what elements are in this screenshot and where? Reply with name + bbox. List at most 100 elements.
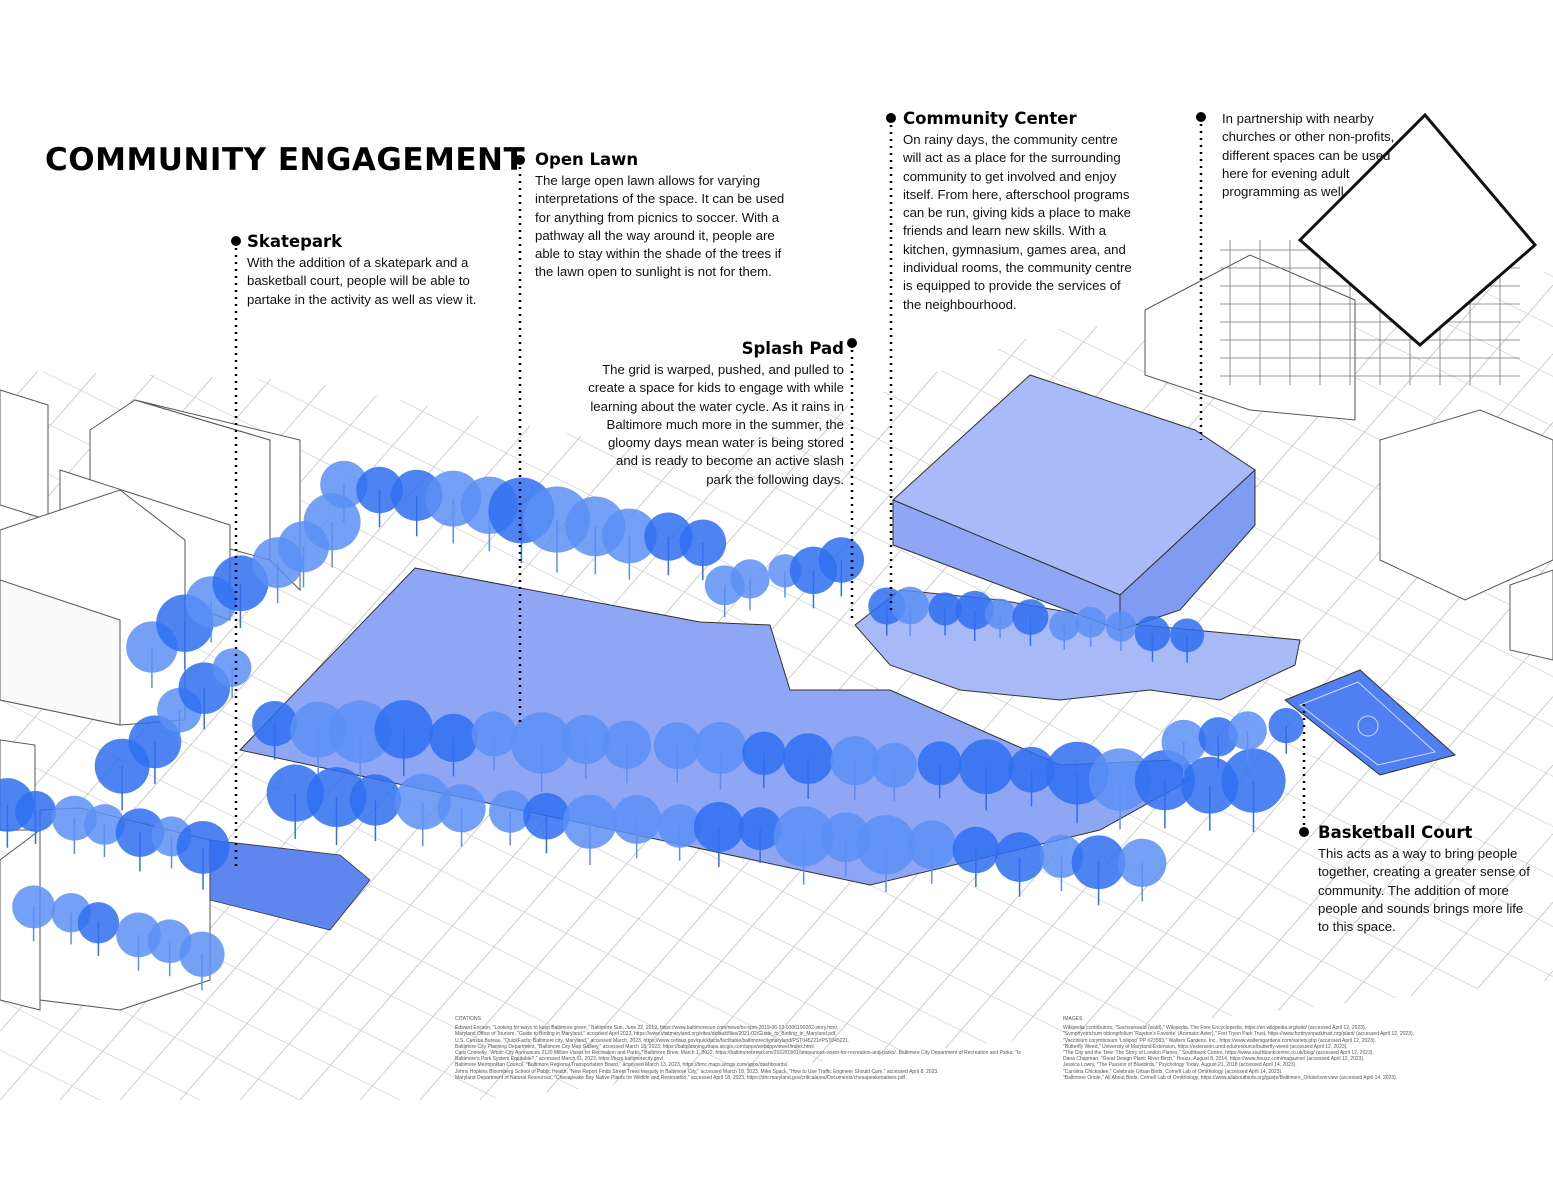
basketball-court — [1284, 669, 1457, 776]
tree-icon — [952, 826, 1000, 888]
callout-heading: Basketball Court — [1318, 823, 1473, 842]
tree-crown — [738, 807, 782, 851]
tree-crown — [1049, 610, 1080, 641]
tree-crown — [928, 592, 962, 626]
tree-crown — [1161, 719, 1206, 765]
tree-crown — [1134, 750, 1195, 811]
tree-icon — [15, 790, 57, 845]
tree-icon — [12, 885, 56, 942]
citation-line: Baltimore City Planning Department, "Bal… — [455, 1043, 816, 1050]
callout-body: On rainy days, the community centre will… — [903, 132, 1132, 312]
tree-icon — [1105, 611, 1137, 651]
tree-icon — [356, 466, 403, 528]
citation-line: "Vaccinium corymbosum 'Lollipop' PP #235… — [1063, 1037, 1376, 1044]
tree-icon — [306, 767, 367, 846]
tree-icon — [1228, 711, 1267, 762]
tree-crown — [742, 731, 786, 776]
tree-icon — [489, 790, 532, 846]
tree-icon — [738, 807, 782, 864]
tree-crown — [830, 736, 880, 786]
citation-line: "Carolina Chickadee," Celebrate Urban Bi… — [1063, 1068, 1283, 1075]
tree-crown — [907, 820, 957, 870]
tree-icon — [1049, 610, 1080, 650]
tree-crown — [562, 794, 617, 849]
tree-crown — [510, 712, 573, 774]
tree-icon — [471, 711, 517, 770]
tree-icon — [562, 794, 617, 866]
tree-icon — [657, 804, 702, 861]
citation-line: Jessica Lowry, "The Passion of Bluebirds… — [1063, 1062, 1297, 1069]
citations-block: CITATIONS Edward Ericson, "Looking for w… — [455, 1016, 1045, 1081]
tree-crown — [612, 795, 662, 844]
tree-icon — [871, 742, 917, 802]
tree-icon — [349, 774, 402, 842]
callout-basketball-court: Basketball Court This acts as a way to b… — [1318, 823, 1533, 936]
tree-icon — [84, 804, 125, 858]
tree-crown — [958, 739, 1014, 795]
tree-icon — [955, 590, 995, 642]
citation-line: Maryland Department of Natural Resources… — [455, 1074, 907, 1081]
tree-crown — [994, 832, 1045, 882]
background-mask — [0, 980, 1553, 1200]
tree-icon — [77, 902, 120, 956]
tree-crown — [394, 773, 451, 830]
pin-marker-icon — [515, 155, 525, 165]
tree-crown — [349, 774, 402, 826]
callout-heading: Open Lawn — [535, 150, 639, 169]
tree-icon — [212, 648, 252, 699]
tree-crown — [115, 808, 165, 857]
tree-icon — [1008, 746, 1055, 807]
callout-body: This acts as a way to bring people toget… — [1318, 846, 1530, 935]
citation-line: Dana Chapman, "Great Design Plant: River… — [1063, 1056, 1365, 1063]
right-buildings — [1144, 254, 1553, 661]
tree-icon — [252, 700, 298, 760]
citation-line: Johns Hopkins Bloomberg School of Public… — [455, 1068, 939, 1075]
callout-heading: Community Center — [903, 109, 1077, 128]
tree-crown — [984, 598, 1016, 630]
tree-icon — [510, 712, 573, 793]
tree-crown — [856, 815, 916, 875]
tree-icon — [917, 741, 962, 799]
tree-icon — [1012, 599, 1049, 646]
tree-icon — [561, 714, 611, 779]
tree-icon — [523, 793, 570, 854]
tree-icon — [374, 700, 434, 777]
tree-icon — [742, 731, 786, 789]
tree-icon — [1134, 750, 1195, 829]
tree-crown — [1268, 707, 1304, 744]
tree-icon — [394, 773, 451, 847]
pin-marker-icon — [231, 236, 241, 246]
images-block: IMAGES Wikipedia contributors, "Sachsenw… — [1063, 1016, 1543, 1081]
citation-line: U.S. Census Bureau, "QuickFacts: Baltimo… — [455, 1037, 850, 1044]
tree-crown — [602, 720, 651, 769]
tree-icon — [437, 784, 486, 847]
tree-icon — [994, 832, 1045, 897]
tree-crown — [84, 804, 125, 845]
tree-crown — [1228, 711, 1267, 750]
tree-crown — [489, 790, 532, 833]
tree-crown — [179, 931, 225, 977]
tree-icon — [928, 592, 962, 636]
tree-crown — [694, 722, 747, 774]
tree-canopy — [0, 460, 1304, 991]
community-center-building — [892, 374, 1256, 631]
tree-icon — [1118, 838, 1167, 902]
citation-line: Baltimore Metropolitan Council, "Baltimo… — [455, 1062, 789, 1069]
tree-icon — [830, 736, 880, 800]
citation-line: Wikipedia contributors, "Sachsenwald (wa… — [1063, 1025, 1367, 1032]
citation-line: Edward Ericson, "Looking for ways to kee… — [455, 1025, 839, 1032]
callout-body: With the addition of a skatepark and a b… — [247, 255, 477, 307]
callout-body: The large open lawn allows for varying i… — [535, 173, 785, 280]
tree-icon — [179, 931, 225, 991]
tree-icon — [1268, 707, 1304, 754]
tree-crown — [1008, 746, 1055, 793]
tree-icon — [429, 713, 478, 777]
tree-icon — [601, 508, 657, 580]
tree-crown — [955, 590, 995, 630]
tree-crown — [15, 790, 57, 832]
callout-heading: Skatepark — [247, 232, 343, 251]
tree-crown — [429, 713, 478, 762]
tree-crown — [679, 519, 727, 567]
tree-crown — [306, 767, 367, 828]
